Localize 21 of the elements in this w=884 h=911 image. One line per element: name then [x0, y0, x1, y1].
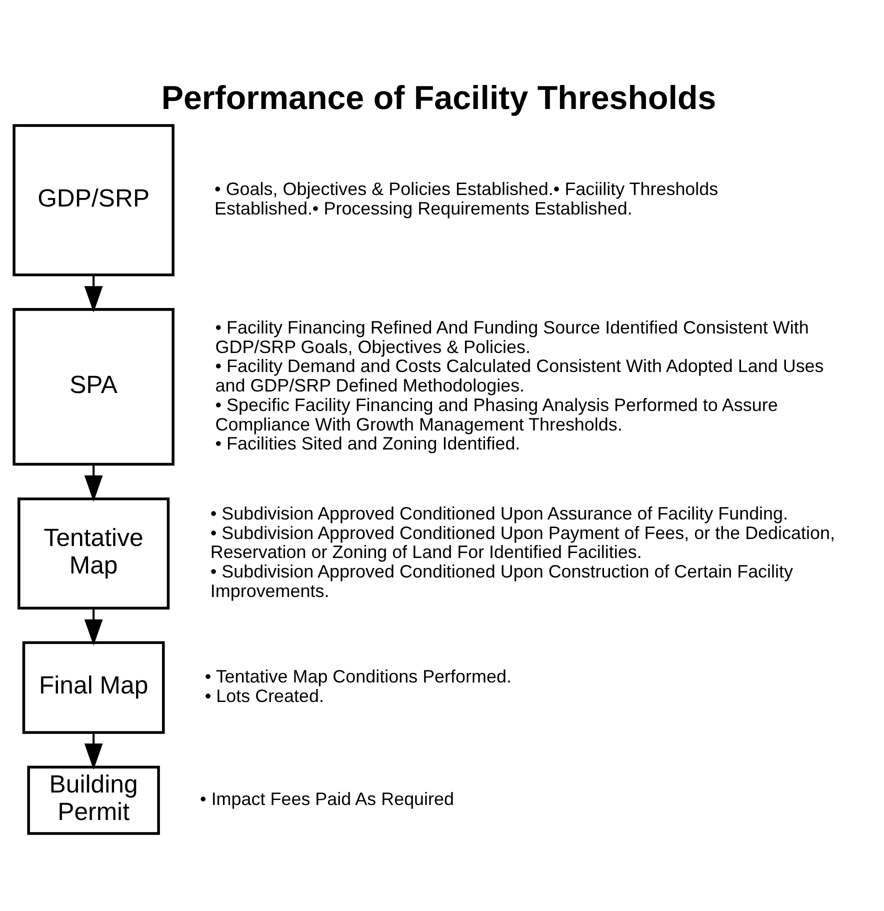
arrow [84, 464, 103, 502]
node-box: Building Permit [27, 765, 160, 834]
node-label: • Subdivision Approved Conditioned Upon Construction of Certain Facility Improvements. [210, 561, 794, 600]
node-label: • Goals, Objectives & Policies Established.• Faciility Thresholds Established.• Processing Requirements Established. [214, 178, 718, 218]
node-label: • Facility Financing Refined And Funding Source Identified Consistent With GDP/SRP Goals, Objectives & Policies. [215, 316, 809, 356]
node-box: SPA [12, 308, 174, 466]
node-label: • Lots Created. [204, 685, 324, 706]
node-label: • Tentative Map Conditions Performed. [204, 666, 512, 686]
diagram-title: Performance of Facility Thresholds [161, 80, 716, 117]
node-label: • Subdivision Approved Conditioned Upon Payment of Fees, or the Dedication, Reservation or Zoning of Land For Identified Facilities. [210, 522, 835, 562]
node-label: • Specific Facility Financing and Phasing Analysis Performed to Assure Compliance With Growth Management Thresholds. [215, 394, 778, 434]
arrow [84, 732, 103, 770]
node-label: • Facilities Sited and Zoning Identified. [215, 433, 520, 454]
node-label: • Impact Fees Paid As Required [200, 788, 454, 808]
arrow [84, 608, 103, 646]
node-box: Final Map [22, 640, 165, 734]
node-box: Tentative Map [18, 496, 170, 609]
arrow [84, 274, 103, 312]
node-box: GDP/SRP [12, 124, 174, 276]
node-label: • Facility Demand and Costs Calculated Consistent With Adopted Land Uses and GDP/SRP Defined Methodologies. [215, 356, 824, 396]
node-label: • Subdivision Approved Conditioned Upon Assurance of Facility Funding. [210, 502, 788, 523]
